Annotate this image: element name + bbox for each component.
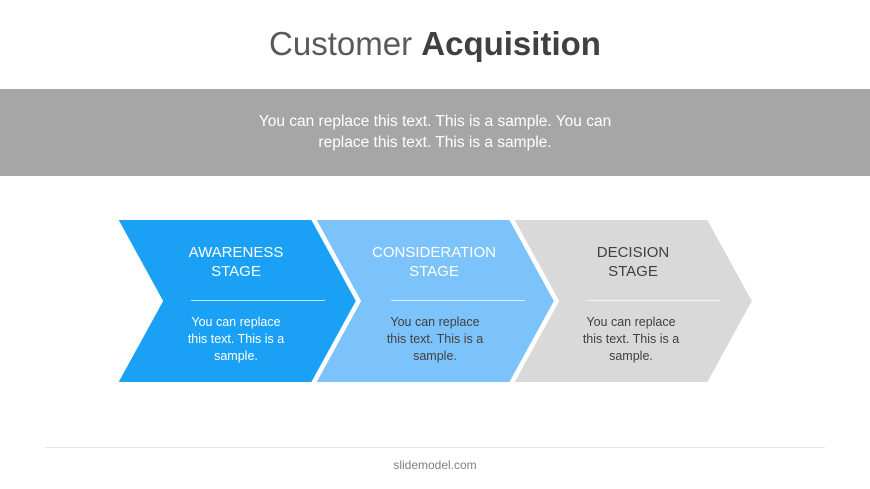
stage-title-line-1: AWARENESS xyxy=(188,244,284,261)
consideration-description: You can replace this text. This is a sam… xyxy=(370,314,500,365)
desc-line-1: You can replace xyxy=(390,315,480,329)
decision-chevron xyxy=(511,218,755,384)
desc-line-3: sample. xyxy=(609,349,653,363)
desc-line-1: You can replace xyxy=(586,315,676,329)
desc-line-2: this text. This is a xyxy=(386,332,484,346)
stage-title-line-2: STAGE xyxy=(211,263,261,280)
stage-title-line-1: DECISION xyxy=(596,244,670,261)
awareness-stage-title: AWARENESS STAGE xyxy=(161,243,311,281)
stage-title-line-2: STAGE xyxy=(608,263,658,280)
footer-text: slidemodel.com xyxy=(393,458,477,472)
desc-line-2: this text. This is a xyxy=(187,332,285,346)
decision-divider xyxy=(586,300,720,301)
decision-stage-title: DECISION STAGE xyxy=(558,243,708,281)
slide-title: Customer Acquisition xyxy=(0,24,870,64)
awareness-chevron xyxy=(115,218,359,384)
desc-line-2: this text. This is a xyxy=(582,332,680,346)
title-light: Customer xyxy=(269,25,422,62)
consideration-chevron xyxy=(313,218,557,384)
consideration-divider xyxy=(391,300,525,301)
title-bold: Acquisition xyxy=(421,25,601,62)
stage-title-line-2: STAGE xyxy=(409,263,459,280)
desc-line-3: sample. xyxy=(214,349,258,363)
consideration-stage-title: CONSIDERATION STAGE xyxy=(359,243,509,281)
banner-line-2: replace this text. This is a sample. xyxy=(318,134,552,151)
footer-divider xyxy=(45,447,825,448)
stage-title-line-1: CONSIDERATION xyxy=(372,244,496,261)
awareness-divider xyxy=(191,300,325,301)
banner-text: You can replace this text. This is a sam… xyxy=(235,111,635,153)
desc-line-1: You can replace xyxy=(191,315,281,329)
desc-line-3: sample. xyxy=(413,349,457,363)
text-banner xyxy=(0,89,870,176)
banner-line-1: You can replace this text. This is a sam… xyxy=(258,113,612,130)
awareness-description: You can replace this text. This is a sam… xyxy=(171,314,301,365)
decision-description: You can replace this text. This is a sam… xyxy=(566,314,696,365)
